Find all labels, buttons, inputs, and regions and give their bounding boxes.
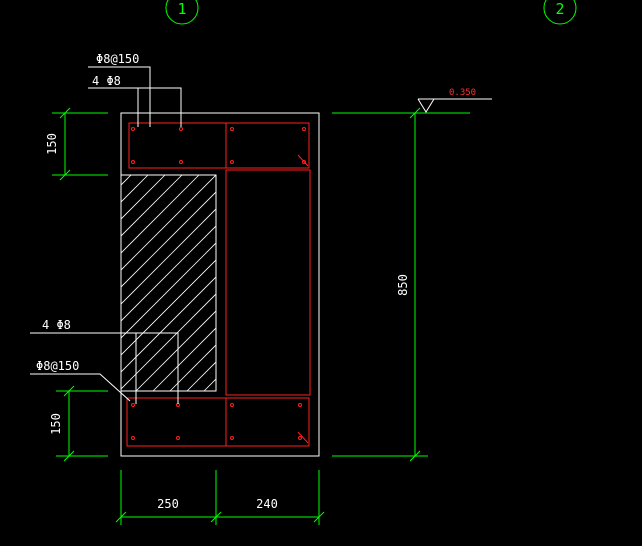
hatch-line: [238, 175, 454, 391]
hatch-line: [121, 242, 216, 339]
top-stirrup-label: Φ8@150: [96, 52, 139, 66]
axis-marker-1: 1: [165, 0, 199, 25]
hatch-line: [121, 293, 216, 390]
elevation-marker: 0.350: [417, 88, 492, 113]
dim-left-bottom: 150: [49, 385, 108, 462]
hatch-line: [121, 259, 216, 356]
bottom-bar-label: 4 Φ8: [42, 318, 71, 332]
hatch-line: [121, 208, 216, 305]
axis-marker-2: 2: [543, 0, 577, 25]
hatch-line: [121, 276, 216, 373]
axis-label-1: 1: [177, 0, 186, 18]
hatch-line: [121, 175, 216, 271]
dim-width-right: 240: [256, 497, 278, 511]
hatch-line: [186, 361, 216, 391]
top-stirrup-cage: [128, 122, 310, 169]
hatch-line: [135, 310, 216, 391]
elevation-label: 0.350: [449, 88, 476, 98]
dim-total-height: 850: [396, 274, 410, 296]
axis-label-2: 2: [555, 0, 564, 18]
dim-top-height: 150: [45, 133, 59, 155]
hatch-line: [169, 344, 216, 391]
hatch-line: [203, 378, 216, 391]
dim-left-top: 150: [45, 107, 108, 181]
hatch-line: [152, 327, 216, 391]
middle-stirrup-cage: [225, 169, 311, 396]
beam-outline: [120, 112, 320, 457]
hatch-line: [121, 175, 183, 237]
hatch-line: [121, 225, 216, 322]
hatch-line: [121, 175, 200, 254]
hatch-line: [121, 175, 166, 220]
dim-width-left: 250: [157, 497, 179, 511]
dim-right-total: 850: [332, 107, 470, 462]
dim-bottom-height: 150: [49, 413, 63, 435]
bottom-stirrup-cage: [126, 397, 310, 447]
top-bar-label: 4 Φ8: [92, 74, 121, 88]
bottom-leaders: 4 Φ8 Φ8@150: [30, 318, 179, 404]
bottom-stirrup-label: Φ8@150: [36, 359, 79, 373]
dim-bottom-widths: 250 240: [115, 470, 325, 525]
top-leaders: Φ8@150 4 Φ8: [88, 52, 182, 127]
hatched-zone: [120, 174, 454, 392]
hatch-line: [121, 191, 216, 288]
